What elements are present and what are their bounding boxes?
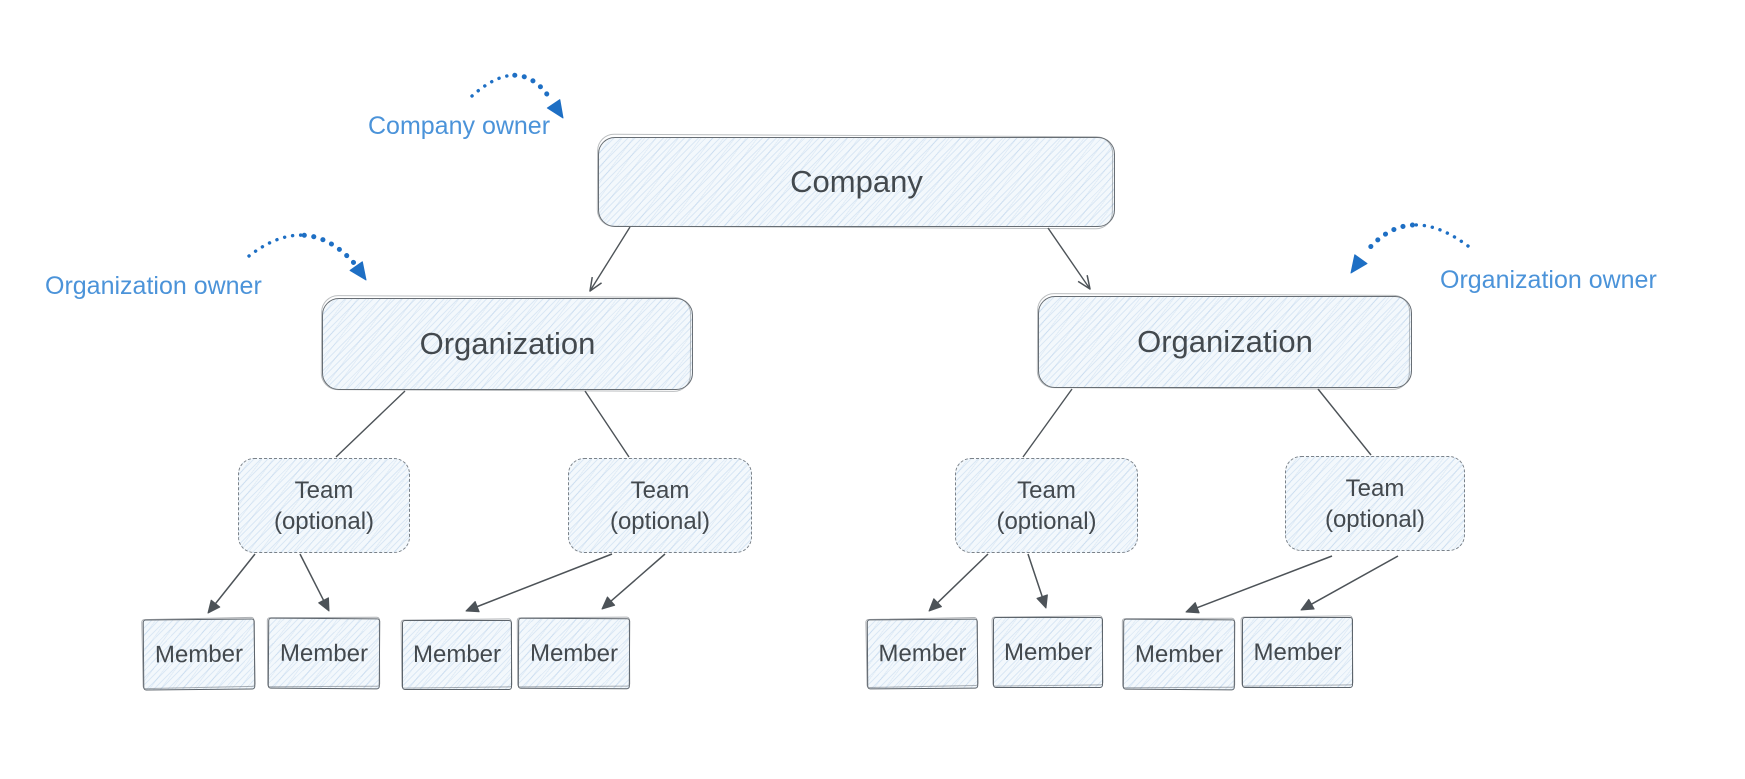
member-label: Member (878, 639, 967, 668)
team-subtitle: (optional) (1324, 505, 1426, 533)
member-label: Member (1134, 640, 1224, 668)
team-title: Team (1017, 476, 1076, 504)
organization-owner-label-left: Organization owner (45, 272, 262, 300)
member-node: Member (402, 620, 512, 690)
member-label: Member (412, 641, 502, 668)
team-node: Team (optional) (1285, 456, 1465, 551)
member-label: Member (1003, 638, 1093, 666)
organization-label: Organization (1137, 324, 1313, 359)
member-label: Member (529, 639, 619, 667)
team-title: Team (630, 476, 690, 504)
company-owner-label: Company owner (368, 112, 551, 140)
team-title: Team (294, 476, 354, 504)
company-label: Company (790, 164, 923, 199)
member-label: Member (1253, 638, 1342, 666)
member-node: Member (1242, 617, 1353, 688)
member-node: Member (1122, 618, 1236, 691)
member-node: Member (142, 618, 256, 691)
organization-node-right: Organization (1038, 296, 1412, 388)
team-subtitle: (optional) (273, 507, 375, 535)
company-node: Company (598, 137, 1115, 227)
hierarchy-connectors (207, 226, 1399, 614)
member-node: Member (267, 617, 381, 690)
member-label: Member (154, 640, 244, 668)
company-owner-arrow-icon (470, 72, 564, 119)
org-owner-left-arrow-icon (247, 232, 367, 281)
team-subtitle: (optional) (996, 507, 1097, 535)
team-node: Team (optional) (568, 458, 752, 553)
team-node: Team (optional) (955, 458, 1138, 553)
org-owner-right-arrow-icon (1350, 222, 1470, 274)
team-node: Team (optional) (238, 458, 410, 553)
member-label: Member (279, 639, 369, 667)
team-subtitle: (optional) (609, 507, 711, 535)
member-node: Member (993, 617, 1103, 688)
member-node: Member (517, 617, 631, 690)
organization-owner-label-right: Organization owner (1440, 266, 1657, 294)
team-title: Team (1345, 474, 1405, 502)
member-node: Member (866, 618, 979, 690)
organization-node-left: Organization (322, 298, 693, 390)
organization-label: Organization (419, 326, 596, 361)
